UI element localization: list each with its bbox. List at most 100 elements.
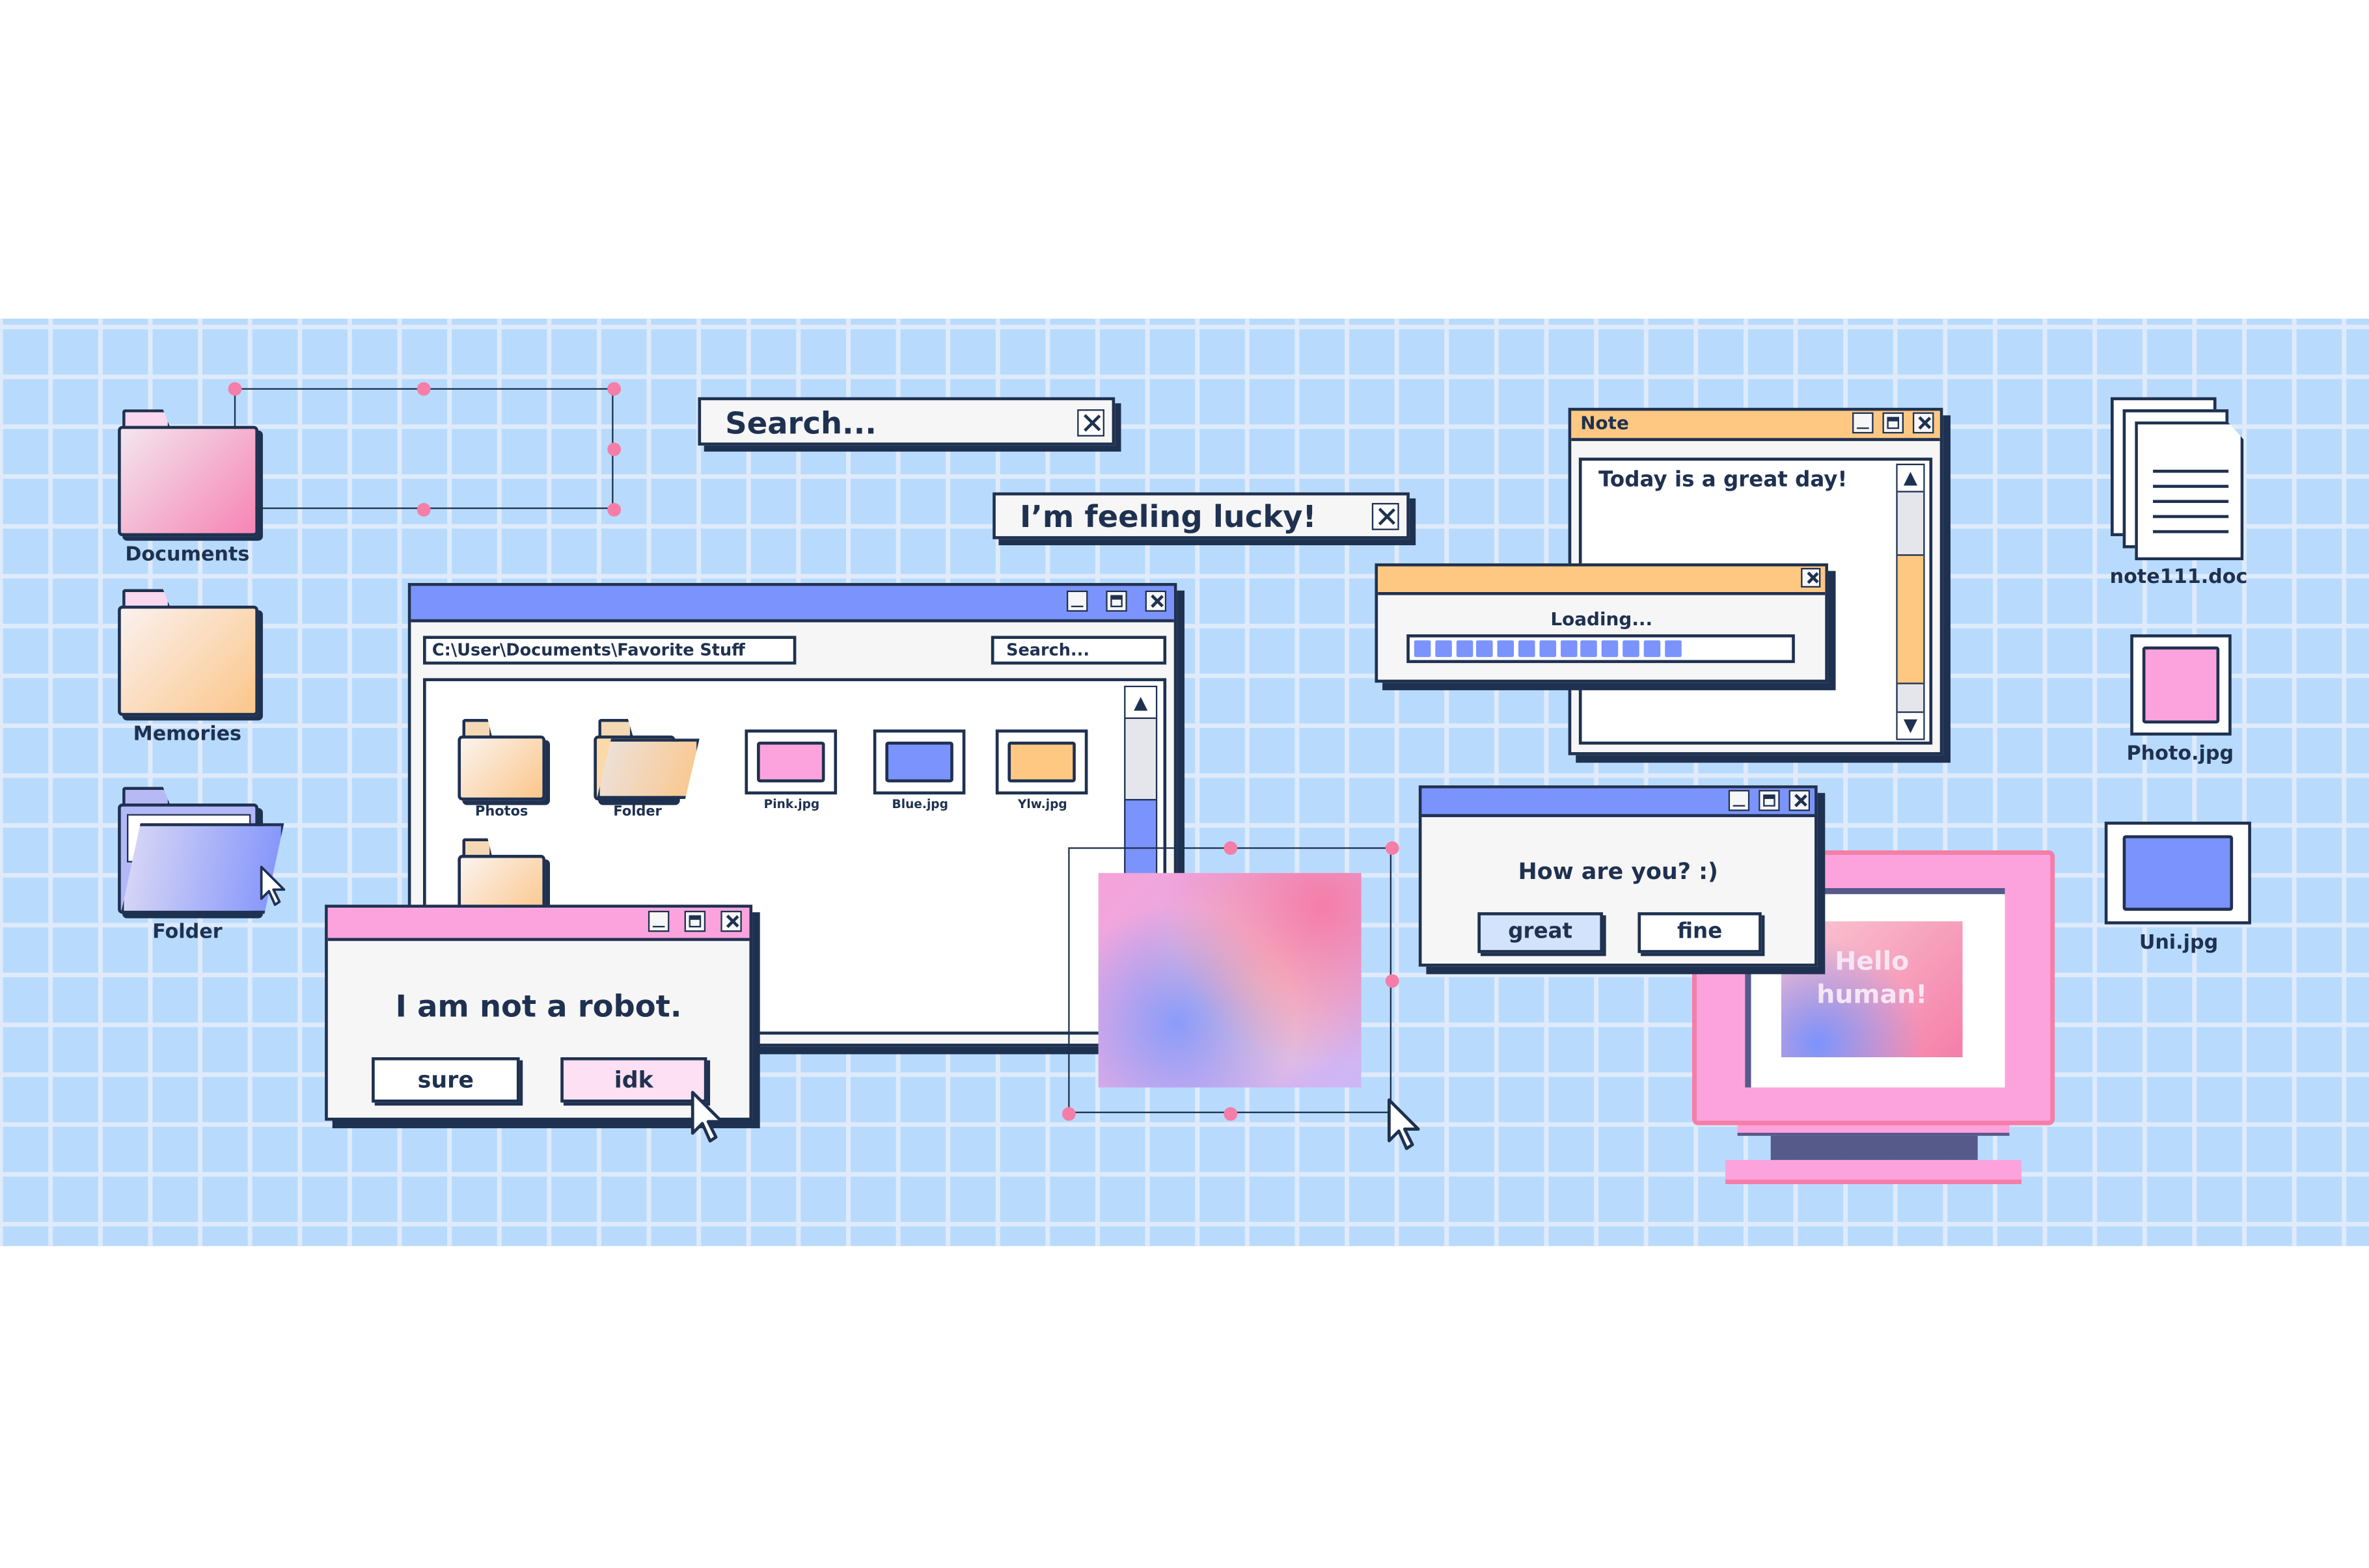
- progress-block: [1476, 640, 1494, 657]
- loading-window: Loading...: [1375, 563, 1828, 683]
- folder-item-photos[interactable]: [458, 719, 546, 801]
- minimize-button[interactable]: [1066, 590, 1088, 612]
- image-icon: [2122, 835, 2234, 911]
- feeling-lucky-text: I’m feeling lucky!: [1019, 498, 1317, 535]
- image-icon: [2142, 646, 2220, 723]
- close-button[interactable]: [720, 910, 742, 932]
- selection-handle[interactable]: [1384, 840, 1399, 854]
- desktop-icon-documents[interactable]: [118, 409, 258, 537]
- progress-bar: [1406, 634, 1795, 664]
- how-are-you-dialog: How are you? :) great fine: [1418, 785, 1818, 967]
- selection-handle[interactable]: [607, 442, 620, 455]
- window-title: Note: [1580, 412, 1629, 434]
- sure-button[interactable]: sure: [372, 1057, 520, 1103]
- fine-button[interactable]: fine: [1637, 912, 1762, 953]
- progress-block: [1414, 640, 1431, 657]
- desktop-icon-label: Folder: [152, 921, 223, 944]
- maximize-button[interactable]: [1106, 590, 1127, 612]
- robot-dialog: I am not a robot. sure idk: [325, 904, 753, 1121]
- maximize-button[interactable]: [1759, 790, 1780, 811]
- desktop-icon-folder[interactable]: [118, 787, 284, 914]
- document-icon: [2135, 421, 2244, 561]
- minimize-button[interactable]: [648, 910, 670, 932]
- close-icon[interactable]: [1077, 409, 1104, 437]
- file-item-label: Blue.jpg: [892, 797, 948, 811]
- progress-block: [1602, 640, 1619, 657]
- image-thumbnail: [1007, 741, 1076, 783]
- progress-block: [1434, 640, 1452, 657]
- title-bar[interactable]: [411, 586, 1174, 623]
- desktop-icon-photo-jpg[interactable]: [2130, 634, 2232, 736]
- close-button[interactable]: [1788, 790, 1811, 811]
- selection-handle[interactable]: [416, 502, 430, 516]
- folder-item-folder[interactable]: [594, 719, 700, 801]
- monitor-base: [1725, 1159, 2022, 1185]
- close-button[interactable]: [1145, 590, 1167, 612]
- selection-rectangle[interactable]: [1068, 847, 1392, 1113]
- file-item-label: Photos: [475, 805, 528, 820]
- folder-icon: [122, 589, 171, 608]
- selection-handle[interactable]: [607, 502, 620, 516]
- explorer-search-input[interactable]: Search...: [991, 636, 1167, 665]
- progress-block: [1560, 640, 1577, 657]
- idk-button[interactable]: idk: [560, 1057, 707, 1103]
- image-item-yellow[interactable]: [995, 729, 1088, 795]
- feeling-lucky-bar[interactable]: I’m feeling lucky!: [993, 492, 1410, 539]
- dialog-message: How are you? :): [1518, 858, 1718, 885]
- maximize-button[interactable]: [1882, 412, 1904, 434]
- scroll-down-icon[interactable]: ▼: [1897, 711, 1924, 739]
- desktop-icon-label: Photo.jpg: [2126, 743, 2234, 766]
- scroll-up-icon[interactable]: ▲: [1125, 687, 1156, 720]
- minimize-button[interactable]: [1728, 790, 1750, 811]
- selection-handle[interactable]: [1061, 1106, 1075, 1120]
- title-bar[interactable]: [327, 908, 750, 941]
- desktop-icon-memories[interactable]: [118, 589, 258, 716]
- selection-handle[interactable]: [227, 381, 241, 396]
- selection-handle[interactable]: [607, 381, 620, 396]
- folder-open-icon: [122, 787, 171, 805]
- image-item-blue[interactable]: [873, 729, 966, 795]
- desktop-icon-note111-doc[interactable]: [2111, 397, 2247, 561]
- maximize-button[interactable]: [684, 910, 706, 932]
- title-bar[interactable]: [1378, 566, 1826, 595]
- close-icon[interactable]: [1371, 503, 1399, 530]
- folder-open-icon: [598, 719, 633, 737]
- title-bar[interactable]: [1421, 788, 1815, 817]
- desktop-icon-uni-jpg[interactable]: [2104, 821, 2251, 925]
- desktop-icon-label: Documents: [125, 543, 250, 567]
- close-button[interactable]: [1801, 567, 1821, 588]
- progress-block: [1518, 640, 1535, 657]
- scrollbar[interactable]: ▲ ▼: [1896, 463, 1925, 740]
- progress-block: [1539, 640, 1556, 657]
- selection-handle[interactable]: [1384, 973, 1399, 988]
- selection-handle[interactable]: [1223, 840, 1237, 854]
- progress-block: [1664, 640, 1681, 657]
- progress-block: [1643, 640, 1660, 657]
- image-thumbnail: [885, 741, 953, 783]
- title-bar[interactable]: Note: [1571, 411, 1940, 441]
- image-thumbnail: [757, 741, 825, 783]
- desktop-icon-label: Uni.jpg: [2139, 932, 2219, 955]
- path-field[interactable]: C:\User\Documents\Favorite Stuff: [423, 636, 797, 665]
- file-item-label: Pink.jpg: [763, 797, 820, 811]
- selection-handle[interactable]: [416, 381, 430, 396]
- gradient-image[interactable]: [1098, 872, 1362, 1088]
- search-bar[interactable]: Search...: [698, 397, 1116, 446]
- image-item-pink[interactable]: [745, 729, 838, 795]
- progress-block: [1581, 640, 1598, 657]
- great-button[interactable]: great: [1477, 912, 1604, 953]
- selection-handle[interactable]: [1223, 1106, 1237, 1120]
- loading-label: Loading...: [1550, 608, 1653, 630]
- folder-icon: [462, 838, 493, 857]
- close-button[interactable]: [1912, 412, 1934, 434]
- folder-icon: [462, 719, 493, 737]
- scroll-up-icon[interactable]: ▲: [1897, 465, 1924, 493]
- folder-icon: [122, 409, 171, 427]
- selection-rectangle[interactable]: [234, 388, 614, 509]
- desktop-icon-label: Memories: [133, 723, 242, 746]
- note-text: Today is a great day!: [1598, 468, 1848, 493]
- minimize-button[interactable]: [1852, 412, 1874, 434]
- scrollbar-thumb[interactable]: [1897, 554, 1924, 684]
